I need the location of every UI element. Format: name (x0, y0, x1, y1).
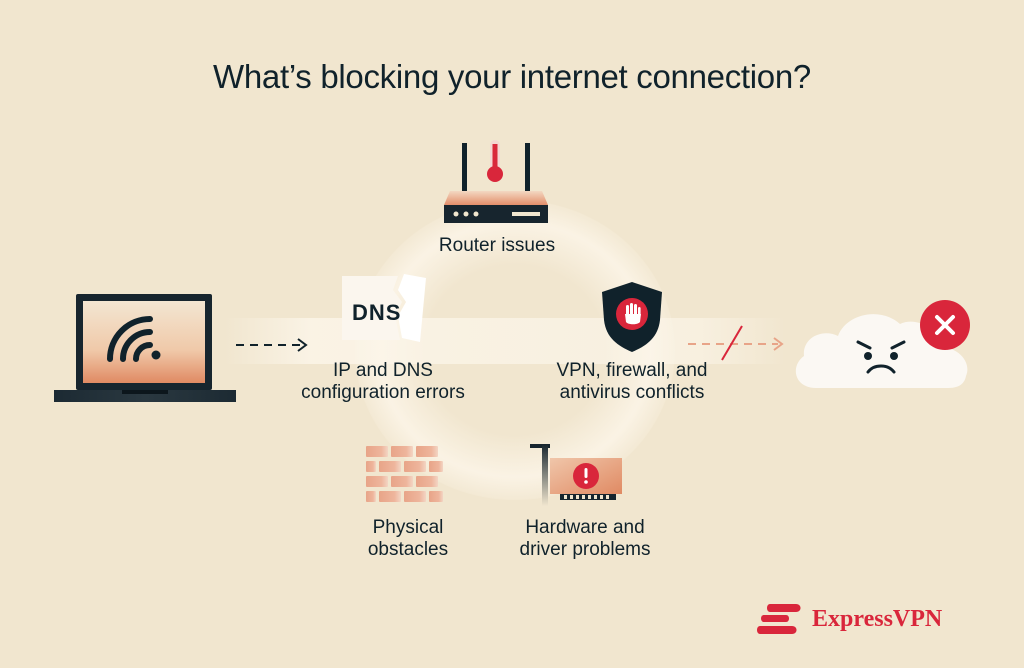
page-title: What’s blocking your internet connection… (213, 58, 811, 95)
connection-beam (225, 318, 785, 364)
dns-label: IP and DNS configuration errors (272, 360, 494, 404)
shield-stop-icon (602, 282, 662, 352)
error-x-icon (920, 300, 970, 350)
hardware-label-line1: Hardware and (525, 517, 645, 538)
blocked-arrow (688, 325, 784, 361)
brand-name: ExpressVPN (812, 606, 943, 632)
router-label: Router issues (438, 235, 556, 256)
dns-label-line2: configuration errors (301, 382, 465, 403)
brick-wall-icon (366, 446, 443, 502)
expressvpn-logo (757, 604, 801, 634)
physical-label-line2: obstacles (367, 539, 449, 560)
router-icon (444, 143, 548, 223)
dns-card-text: DNS (352, 300, 402, 325)
vpn-label: VPN, firewall, and antivirus conflicts (532, 360, 732, 404)
torn-dns-card-icon (342, 274, 426, 342)
dashed-arrow (236, 338, 308, 352)
dns-label-line1: IP and DNS (333, 360, 433, 381)
vpn-label-line1: VPN, firewall, and (556, 360, 708, 381)
vpn-label-line2: antivirus conflicts (559, 382, 705, 403)
physical-label-line1: Physical (372, 517, 444, 538)
network-card-icon (530, 444, 622, 506)
thermometer-icon (487, 140, 503, 182)
hardware-label-line2: driver problems (519, 539, 651, 560)
physical-label: Physical obstacles (330, 517, 486, 561)
hardware-label: Hardware and driver problems (500, 517, 670, 561)
laptop-wifi-icon (54, 294, 236, 402)
